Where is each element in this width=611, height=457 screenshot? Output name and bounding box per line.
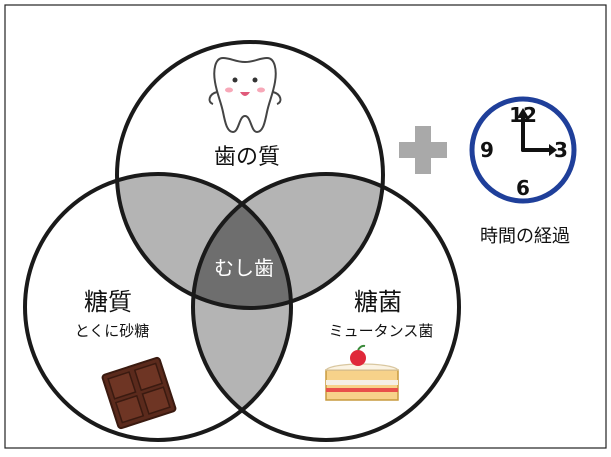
clock-numeral-12: 12 <box>509 103 537 127</box>
clock-numeral-3: 3 <box>554 138 568 162</box>
circle-bacteria <box>191 172 461 442</box>
clock-numeral-6: 6 <box>516 176 530 200</box>
tooth-character-icon <box>208 56 282 134</box>
overlap-center <box>193 174 291 308</box>
label-tooth-quality: 歯の質 <box>214 145 280 170</box>
circle-tooth-quality <box>115 40 385 310</box>
label-sugar: 糖質 <box>84 288 132 316</box>
label-time: 時間の経過 <box>480 226 570 247</box>
circle-sugar <box>23 172 293 442</box>
clock-icon: 12 3 6 9 <box>469 96 577 204</box>
clock-numeral-9: 9 <box>480 138 494 162</box>
label-bacteria: 糖菌 <box>354 288 402 316</box>
chocolate-bar-icon <box>101 356 177 430</box>
cake-slice-icon <box>324 344 400 401</box>
plus-icon <box>399 126 447 174</box>
label-sugar-sub: とくに砂糖 <box>75 322 150 340</box>
label-center: むし歯 <box>214 256 274 280</box>
label-bacteria-sub: ミュータンス菌 <box>329 322 434 340</box>
